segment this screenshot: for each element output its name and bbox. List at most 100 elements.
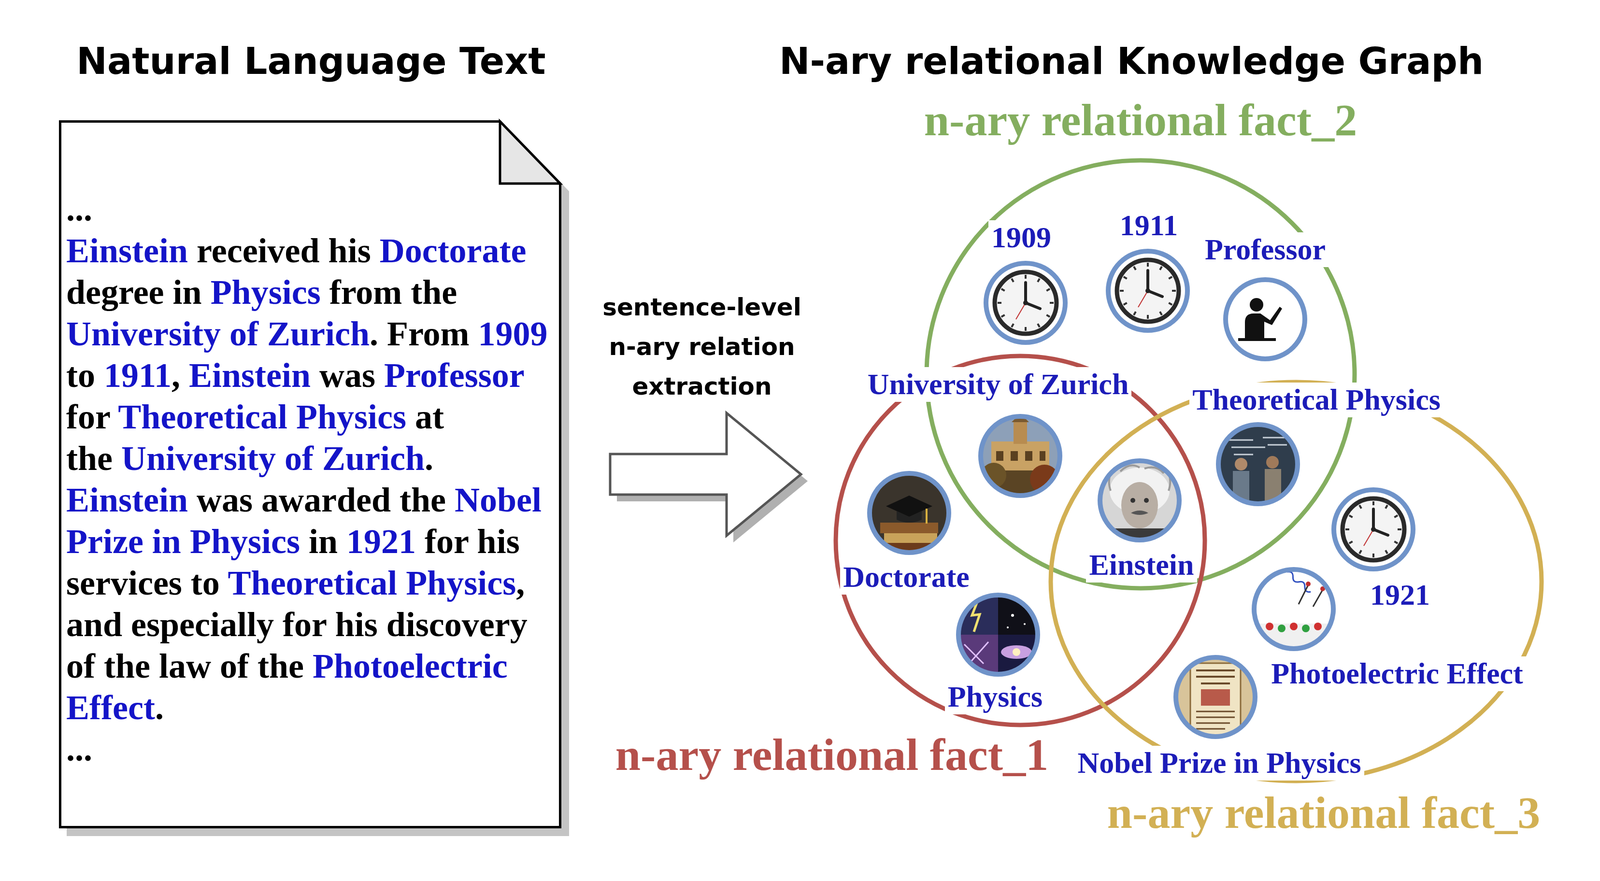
- einstein-photo: [1130, 510, 1149, 515]
- professor-icon: [1244, 306, 1283, 339]
- physics-photo: [1011, 614, 1015, 617]
- einstein-photo: [1100, 460, 1180, 541]
- entity-label: 1911: [1119, 208, 1179, 243]
- doctorate-photo: [896, 511, 922, 523]
- entity-mention: Doctorate: [379, 231, 527, 271]
- professor-icon: [1225, 279, 1305, 359]
- sentence-text: was awarded the: [196, 480, 446, 520]
- doctorate-photo: [869, 473, 949, 554]
- entity-label: Nobel Prize in Physics: [1077, 745, 1361, 781]
- sentence-text: at: [414, 397, 444, 437]
- sentence-text: . From: [369, 314, 470, 354]
- entity-label: Theoretical Physics: [1192, 382, 1441, 417]
- clock-icon: [1333, 489, 1414, 570]
- entity-label: Doctorate: [842, 559, 970, 595]
- photoelectric-icon: [1298, 585, 1323, 607]
- entity-node: University of Zurich: [864, 367, 1132, 402]
- photoelectric-icon: [1305, 581, 1311, 587]
- entity-node: Physics: [944, 679, 1046, 715]
- theoretical-physics-photo: [1218, 424, 1298, 504]
- physics-photo: [1006, 626, 1009, 629]
- clock-icon: [985, 263, 1066, 343]
- clock-icon: [985, 263, 1066, 343]
- nobel-diploma: [1200, 689, 1230, 706]
- university-photo: [980, 413, 1060, 496]
- einstein-photo: [1143, 498, 1149, 503]
- fact-outline: [833, 353, 1208, 728]
- university-photo: [980, 416, 1060, 496]
- sentence-text: the: [66, 439, 113, 478]
- nobel-diploma: [1175, 657, 1256, 737]
- physics-photo: [958, 595, 1038, 675]
- fact-circle: n-ary relational fact_1DoctoratePhysics: [833, 353, 1208, 728]
- university-photo: [996, 451, 1046, 461]
- nobel-diploma: [1196, 711, 1235, 729]
- professor-icon: [1225, 279, 1305, 359]
- panel-title: Natural Language Text: [76, 39, 546, 84]
- doctorate-photo: [869, 473, 949, 553]
- document-paragraph: Einstein received his Doctorate degree i…: [66, 229, 556, 729]
- theoretical-physics-photo: [1234, 457, 1248, 471]
- entity-label: Photoelectric Effect: [1271, 656, 1524, 691]
- doctorate-photo: [869, 473, 949, 554]
- entity-mention: Theoretical Physics: [228, 563, 517, 603]
- physics-photo: [1012, 648, 1021, 657]
- entity-mention: University of Zurich: [121, 439, 425, 478]
- theoretical-physics-photo: [1228, 437, 1287, 455]
- einstein-photo: [1130, 498, 1136, 503]
- university-photo: [1013, 422, 1028, 444]
- doctorate-photo: [869, 473, 949, 553]
- professor-icon: [1249, 298, 1264, 312]
- sentence-text: degree in: [66, 272, 202, 312]
- sentence-text: to: [66, 356, 96, 395]
- entity-mention: Einstein: [66, 480, 188, 520]
- university-photo: [980, 416, 1060, 496]
- entity-label: University of Zurich: [867, 367, 1129, 402]
- photoelectric-icon: [1277, 624, 1286, 633]
- entity-mention: Theoretical Physics: [117, 397, 407, 437]
- ellipsis: ...: [66, 728, 556, 771]
- entity-label: Einstein: [1088, 547, 1194, 583]
- theoretical-physics-photo: [1218, 424, 1298, 504]
- document-page: [60, 121, 561, 828]
- sentence-text: for: [66, 397, 111, 437]
- clock-icon: [1108, 251, 1188, 331]
- entity-node: Doctorate: [840, 559, 973, 595]
- professor-icon: [1225, 279, 1305, 359]
- clock-icon: [1108, 251, 1188, 331]
- physics-photo: [958, 595, 1038, 675]
- clock-icon: [985, 263, 1066, 343]
- university-photo: [980, 413, 1060, 496]
- sentence-text: from the: [329, 272, 458, 312]
- einstein-photo: [1121, 482, 1158, 529]
- sentence-text: .: [424, 439, 434, 478]
- entity-label: 1921: [1370, 577, 1430, 613]
- doctorate-photo: [880, 522, 939, 534]
- sentence-text: ,: [171, 356, 181, 395]
- clock-icon: [1333, 489, 1414, 570]
- photoelectric-icon: [1254, 569, 1334, 649]
- physics-photo: [1000, 645, 1032, 659]
- fact-ring: [1050, 382, 1542, 782]
- entity-mention: Einstein: [188, 356, 311, 395]
- nobel-diploma: [1175, 657, 1256, 737]
- photoelectric-icon: [1254, 569, 1334, 649]
- sentence-text: .: [155, 688, 164, 728]
- doctorate-photo: [925, 508, 928, 524]
- sentence-text: was: [319, 356, 376, 395]
- panel-title: N-ary relational Knowledge Graph: [779, 39, 1484, 84]
- document-box: ...Einstein received his Doctorate degre…: [58, 120, 562, 829]
- extraction-arrow: [610, 413, 801, 536]
- entity-node: 1911: [1116, 208, 1182, 243]
- document-text: ...Einstein received his Doctorate degre…: [58, 120, 556, 771]
- theoretical-physics-photo: [1266, 456, 1279, 469]
- nobel-diploma: [1196, 670, 1235, 684]
- entity-mention: 1921: [346, 522, 416, 561]
- entity-mention: Physics: [210, 272, 321, 312]
- entity-mention: 1911: [103, 356, 172, 395]
- doctorate-photo: [885, 495, 933, 517]
- fact-heading: n-ary relational fact_2: [924, 95, 1358, 145]
- entity-node: 1909: [988, 220, 1055, 255]
- entity-node: Theoretical Physics: [1189, 382, 1444, 417]
